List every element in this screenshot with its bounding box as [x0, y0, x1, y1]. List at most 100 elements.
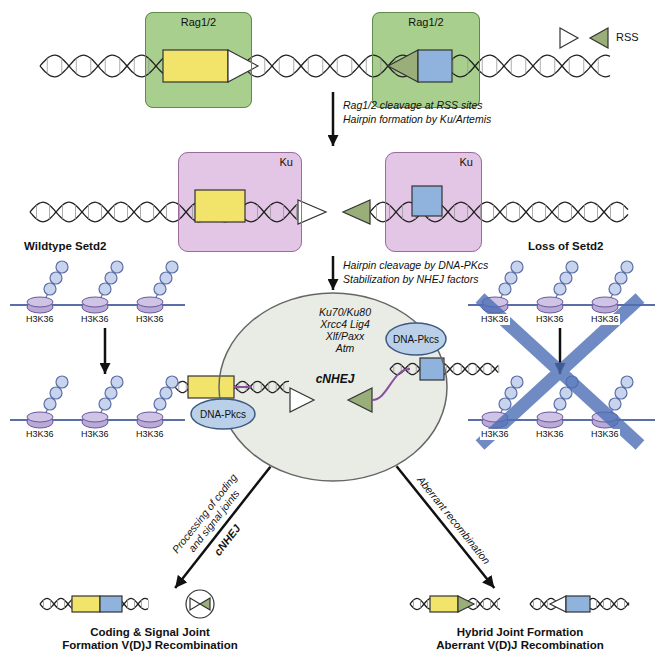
- base-pair: [268, 383, 269, 391]
- nucleosome: [27, 261, 68, 313]
- base-pair: [540, 600, 541, 608]
- step-label: Hairpin cleavage by DNA-PKcs: [343, 259, 488, 271]
- base-pair: [454, 205, 455, 219]
- base-pair: [490, 600, 491, 608]
- base-pair: [76, 58, 77, 74]
- hairpin-end: [234, 386, 252, 388]
- base-pair: [270, 205, 271, 219]
- histone-mark-label: H3K36: [80, 429, 110, 440]
- base-pair: [166, 205, 167, 219]
- base-pair: [483, 600, 484, 608]
- signal-joint-circle: [186, 590, 214, 618]
- base-pair: [114, 205, 115, 219]
- base-pair: [511, 58, 512, 74]
- base-pair: [532, 205, 533, 219]
- methyl-group: [160, 272, 172, 284]
- methyl-group: [99, 283, 111, 295]
- edge-label: Processing of coding and signal joints: [164, 464, 254, 569]
- methyl-group: [609, 398, 621, 410]
- coding-segment: [418, 50, 452, 82]
- base-pair: [389, 205, 390, 219]
- base-pair: [186, 383, 187, 391]
- box-fill: [178, 152, 302, 252]
- base-pair: [380, 58, 381, 74]
- outcome-block: Hybrid Joint Formation Aberrant V(D)J Re…: [390, 588, 650, 652]
- base-pair: [413, 600, 414, 608]
- methyl-group: [105, 272, 117, 284]
- base-pair: [75, 205, 76, 219]
- rss-triangle: [348, 388, 372, 412]
- step-label: Rag1/2 cleavage at RSS sites: [343, 99, 483, 111]
- base-pair: [43, 600, 44, 608]
- methyl-group: [154, 398, 166, 410]
- base-pair: [337, 58, 338, 74]
- coding-segment: [188, 376, 234, 398]
- protein-label: Ku: [187, 156, 293, 168]
- base-pair: [476, 365, 477, 373]
- rss-triangle: [550, 596, 566, 612]
- methyl-group: [56, 376, 68, 388]
- condition-heading: Wildtype Setd2: [24, 240, 106, 252]
- base-pair: [624, 600, 625, 608]
- factor-list: Ku70/Ku80 Xrcc4 Lig4 Xlf/Paxx Atm: [319, 306, 371, 354]
- outline-ellipse: [219, 293, 447, 481]
- base-pair: [610, 205, 611, 219]
- base-pair: [491, 365, 492, 373]
- base-pair: [545, 205, 546, 219]
- methyl-group: [160, 387, 172, 399]
- histone-core: [27, 297, 53, 307]
- histone-core: [82, 412, 108, 422]
- base-pair: [603, 600, 604, 608]
- histone-mark-label: H3K36: [135, 429, 165, 440]
- histone-mark-label: H3K36: [480, 314, 510, 325]
- base-pair: [57, 600, 58, 608]
- base-pair: [253, 383, 254, 391]
- methyl-group: [166, 376, 178, 388]
- methyl-group: [499, 398, 511, 410]
- coding-segment: [163, 50, 228, 82]
- base-pair: [597, 205, 598, 219]
- rss-triangle: [290, 388, 314, 412]
- methyl-group: [44, 283, 56, 295]
- legend-rss-triangle: [590, 28, 608, 48]
- base-pair: [547, 600, 548, 608]
- step-label: Stabilization by NHEJ factors: [343, 273, 478, 285]
- base-pair: [571, 205, 572, 219]
- base-pair: [148, 600, 149, 608]
- methyl-group: [105, 387, 117, 399]
- rss-triangle: [228, 50, 258, 82]
- box-fill: [385, 152, 482, 252]
- base-pair: [498, 365, 499, 373]
- nucleosome: [137, 261, 178, 313]
- base-pair: [453, 365, 454, 373]
- dna-strand: [370, 202, 628, 222]
- outcome-block: Coding & Signal Joint Formation V(D)J Re…: [20, 588, 280, 652]
- step-arrow: [104, 328, 107, 374]
- methyl-group: [111, 376, 123, 388]
- base-pair: [525, 58, 526, 74]
- base-pair: [105, 58, 106, 74]
- nucleosome: [82, 376, 123, 428]
- rag-complex-box: Rag1/2: [372, 12, 480, 108]
- methyl-group: [566, 261, 578, 273]
- base-pair: [153, 205, 154, 219]
- methyl-group: [505, 272, 517, 284]
- methyl-group: [56, 261, 68, 273]
- flow-arrow: [397, 466, 495, 588]
- base-pair: [50, 600, 51, 608]
- base-pair: [261, 383, 262, 391]
- nucleosome: [537, 261, 578, 313]
- outcome-title: Hybrid Joint Formation Aberrant V(D)J Re…: [390, 626, 650, 652]
- coding-segment: [412, 186, 442, 216]
- base-pair: [453, 58, 454, 74]
- base-pair: [569, 58, 570, 74]
- coding-segment: [566, 596, 590, 612]
- base-pair: [140, 205, 141, 219]
- base-pair: [36, 205, 37, 219]
- base-pair: [366, 58, 367, 74]
- methyl-group: [615, 272, 627, 284]
- methyl-group: [560, 272, 572, 284]
- histone-core: [27, 412, 53, 422]
- protein-label: Rag1/2: [377, 16, 475, 28]
- base-pair: [296, 205, 297, 219]
